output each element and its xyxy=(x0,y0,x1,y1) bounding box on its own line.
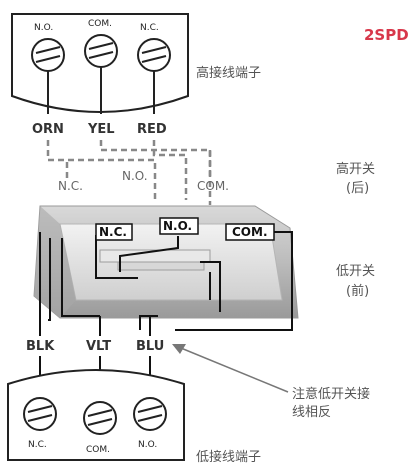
note-line-2: 线相反 xyxy=(292,405,331,420)
wire-label-yel: YEL xyxy=(87,122,115,137)
bottom-screw-nc xyxy=(23,397,57,431)
top-screw-no xyxy=(31,38,65,72)
low-switch-position: (前) xyxy=(346,283,369,299)
low-contact-nc: N.C. xyxy=(99,225,127,239)
wire-label-blu: BLU xyxy=(136,339,164,354)
bottom-wire-runs xyxy=(39,232,158,336)
bottom-screw-com xyxy=(83,401,117,435)
top-block-label: 高接线端子 xyxy=(196,65,261,81)
high-contact-nc: N.C. xyxy=(58,179,83,193)
bottom-terminal-label-com: COM. xyxy=(86,445,110,455)
top-terminal-label-nc: N.C. xyxy=(140,23,159,33)
wire-label-orn: ORN xyxy=(32,122,64,137)
low-contact-box-nc xyxy=(95,223,133,241)
wire-label-blk: BLK xyxy=(26,339,55,354)
low-contact-no: N.O. xyxy=(163,219,192,233)
top-terminal-label-com: COM. xyxy=(88,19,112,29)
low-contact-box-com xyxy=(225,223,275,241)
high-switch-dashed-wires xyxy=(46,140,212,205)
bottom-terminal-label-nc: N.C. xyxy=(28,440,47,450)
model-badge: 2SPD xyxy=(364,26,409,44)
bottom-terminal-label-no: N.O. xyxy=(138,440,157,450)
bottom-block-label: 低接线端子 xyxy=(196,449,261,465)
high-switch-label: 高开关 xyxy=(336,161,375,177)
high-switch-position: (后) xyxy=(346,181,369,196)
high-contact-no: N.O. xyxy=(122,169,148,183)
wire-label-red: RED xyxy=(137,122,167,137)
low-switch-label: 低开关 xyxy=(336,264,375,279)
note-line-1: 注意低开关接 xyxy=(292,386,370,402)
top-screw-com xyxy=(84,34,118,68)
wire-label-vlt: VLT xyxy=(86,339,111,354)
top-screw-nc xyxy=(137,38,171,72)
top-terminal-label-no: N.O. xyxy=(34,23,53,33)
note-arrow xyxy=(172,344,289,393)
bottom-screw-no xyxy=(133,397,167,431)
high-contact-com: COM. xyxy=(197,179,229,193)
low-contact-box-no xyxy=(159,217,199,235)
low-contact-com: COM. xyxy=(232,225,268,239)
